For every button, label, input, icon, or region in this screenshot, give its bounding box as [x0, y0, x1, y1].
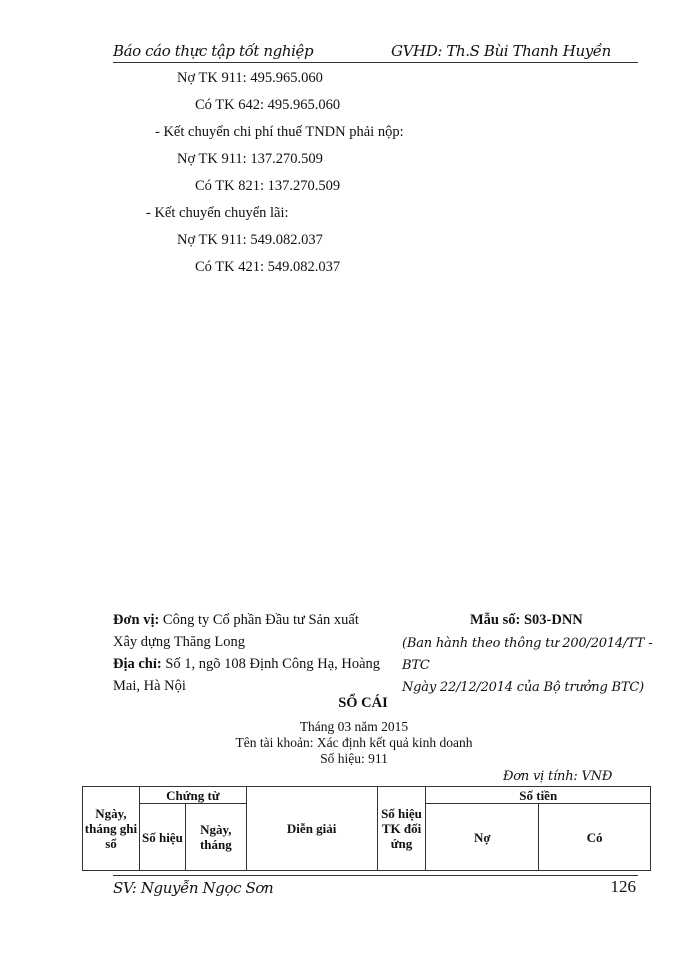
header-debit: Nợ: [425, 803, 540, 871]
currency-unit: Đơn vị tính: VNĐ: [503, 769, 613, 784]
header-description: Diễn giải: [245, 786, 378, 871]
address-line: Địa chỉ: Số 1, ngõ 108 Định Công Hạ, Hoà…: [113, 656, 380, 673]
page-footer: SV: Nguyễn Ngọc Sơn 126: [113, 875, 638, 900]
page-header: Báo cáo thực tập tốt nghiệp GVHD: Th.S B…: [113, 42, 638, 63]
header-credit: Có: [538, 803, 651, 871]
entry-credit-421: Có TK 421: 549.082.037: [195, 259, 341, 275]
entry-credit-642: Có TK 642: 495.965.060: [195, 97, 341, 113]
header-record-date: Ngày, tháng ghi sổ: [82, 786, 140, 871]
ledger-table: Ngày, tháng ghi sổ Chứng từ Diễn giải Số…: [82, 786, 651, 871]
address-value-line2: Mai, Hà Nội: [113, 678, 186, 694]
issued-line1: (Ban hành theo thông tư 200/2014/TT -: [402, 636, 653, 651]
unit-label: Đơn vị:: [113, 612, 160, 628]
ledger-account-number: Số hiệu: 911: [320, 751, 388, 766]
entry-debit-911-642: Nợ TK 911: 495.965.060: [177, 70, 323, 86]
page-number: 126: [610, 877, 637, 896]
header-amount: Số tiền: [425, 786, 651, 804]
supervisor: GVHD: Th.S Bùi Thanh Huyền: [391, 42, 611, 60]
header-voucher-date: Ngày, tháng: [184, 803, 247, 871]
header-voucher: Chứng từ: [138, 786, 247, 804]
ledger-account-name: Tên tài khoản: Xác định kết quả kinh doa…: [235, 735, 473, 750]
address-label: Địa chỉ:: [113, 656, 162, 672]
unit-value-line2: Xây dựng Thăng Long: [113, 634, 246, 650]
issued-line2: BTC: [402, 658, 430, 673]
ledger-title: SỔ CÁI: [338, 695, 388, 711]
entry-debit-911-421: Nợ TK 911: 549.082.037: [177, 232, 323, 248]
report-title: Báo cáo thực tập tốt nghiệp: [113, 42, 314, 60]
ledger-month: Tháng 03 năm 2015: [299, 719, 409, 734]
address-value: Số 1, ngõ 108 Định Công Hạ, Hoàng: [161, 656, 381, 672]
issued-line3: Ngày 22/12/2014 của Bộ trưởng BTC): [402, 680, 644, 695]
entry-heading-tax: - Kết chuyển chi phí thuế TNDN phải nộp:: [155, 124, 404, 140]
unit-value: Công ty Cổ phần Đầu tư Sản xuất: [159, 612, 359, 628]
entry-credit-821: Có TK 821: 137.270.509: [195, 178, 341, 194]
form-number: Mẫu số: S03-DNN: [470, 612, 583, 628]
header-voucher-number: Số hiệu: [138, 803, 186, 871]
unit-line: Đơn vị: Công ty Cổ phần Đầu tư Sản xuất: [113, 612, 359, 629]
entry-heading-profit: - Kết chuyển chuyển lãi:: [146, 205, 289, 221]
header-contra-account: Số hiệu TK đối ứng: [376, 786, 427, 871]
entry-debit-911-821: Nợ TK 911: 137.270.509: [177, 151, 323, 167]
student-name: SV: Nguyễn Ngọc Sơn: [113, 879, 274, 897]
